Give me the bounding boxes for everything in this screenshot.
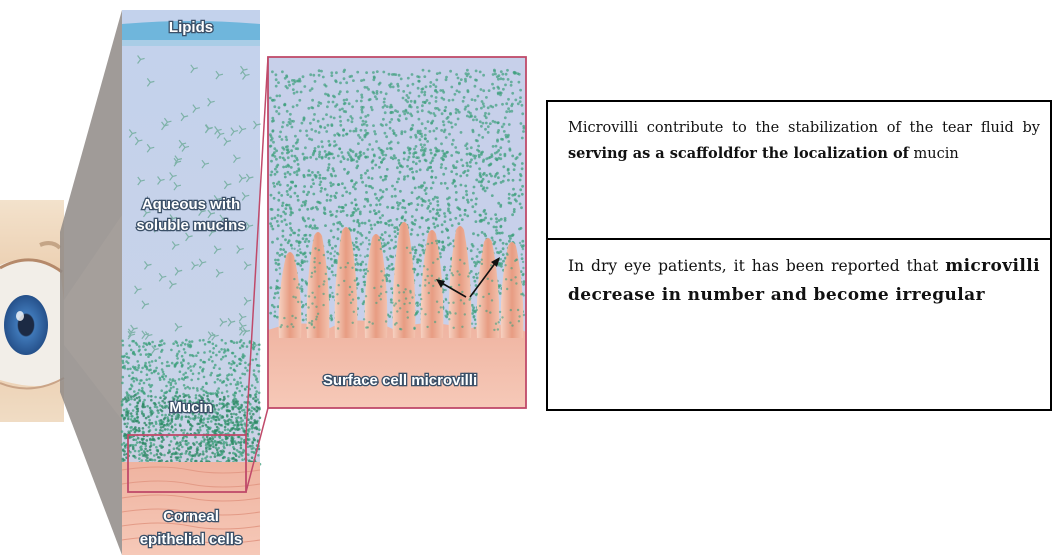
note-1-bold: serving as a scaffoldfor the localizatio… — [568, 145, 909, 162]
label-surface-cell-microvilli: Surface cell microvilli — [323, 372, 477, 389]
label-corneal-line1: Corneal — [163, 508, 219, 525]
label-aqueous-line1: Aqueous with — [142, 196, 240, 213]
label-mucin: Mucin — [169, 399, 212, 416]
note-dry-eye-finding: In dry eye patients, it has been reporte… — [546, 238, 1052, 411]
tear-film-column — [121, 10, 262, 555]
label-corneal-line2: epithelial cells — [140, 531, 243, 548]
label-aqueous-line2: soluble mucins — [136, 217, 245, 234]
note-microvilli-function: Microvilli contribute to the stabilizati… — [546, 100, 1052, 240]
eye-illustration — [0, 200, 64, 422]
microvilli-zoom-panel — [268, 57, 526, 408]
label-lipids: Lipids — [169, 19, 213, 36]
note-2-text: In dry eye patients, it has been reporte… — [568, 257, 945, 275]
note-1-tail: mucin — [909, 146, 959, 162]
note-1-text: Microvilli contribute to the stabilizati… — [568, 120, 1040, 136]
